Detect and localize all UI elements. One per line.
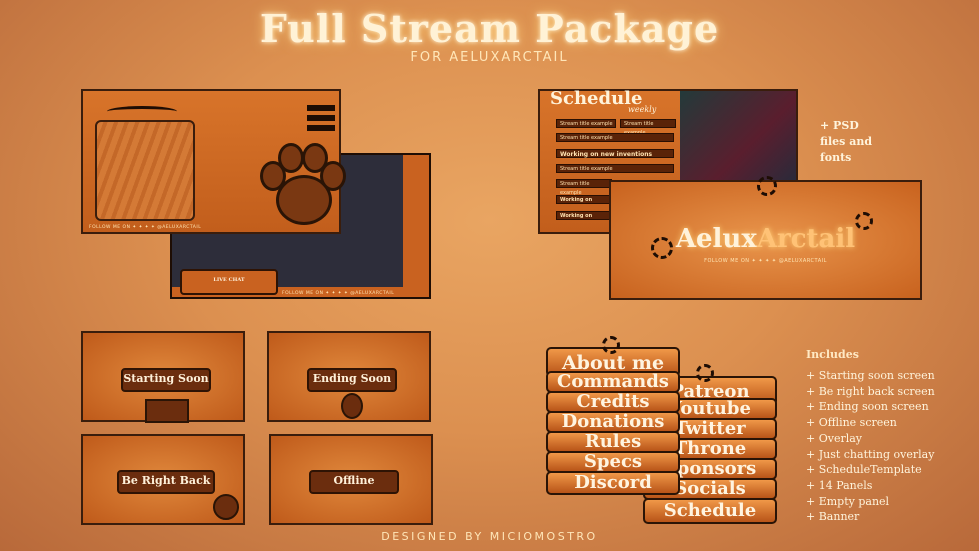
live-chat-label: LIVE CHAT [213, 277, 245, 283]
schedule-title: Schedule [550, 88, 643, 109]
schedule-row: Stream title example [556, 119, 616, 128]
psd-note-text: + PSD files and fonts [820, 119, 873, 164]
balloon-icon [341, 393, 363, 419]
includes-item: + Starting soon screen [806, 369, 935, 382]
webcam-frame [95, 120, 195, 221]
panel-specs: Specs [546, 451, 680, 473]
starting-soon-label: Starting Soon [121, 368, 211, 392]
schedule-subtitle: weekly [628, 105, 657, 114]
includes-item: + Offline screen [806, 416, 897, 430]
overlay-alert-slot-3 [307, 125, 335, 131]
panel-schedule: Schedule [643, 498, 777, 524]
page-subtitle: FOR AELUXARCTAIL [410, 50, 569, 65]
overlay-side-bar [403, 155, 429, 297]
designer-credit: DESIGNED BY MICIOMOSTRO [381, 530, 598, 543]
gear-icon [651, 237, 673, 259]
schedule-row: Stream title example [556, 133, 674, 142]
offline-label: Offline [309, 470, 399, 494]
paw-icon [258, 139, 346, 225]
schedule-image-area [680, 91, 796, 181]
banner-preview: AeluxArctail FOLLOW ME ON ✦ ✦ ✦ ✦ @AELUX… [609, 176, 922, 300]
schedule-row: Stream title example [620, 119, 676, 136]
be-right-back-screen: Be Right Back [81, 434, 245, 525]
schedule-row-working: Working on [556, 211, 616, 220]
offline-screen: Offline [269, 434, 433, 525]
live-chat-tab: LIVE CHAT [180, 269, 278, 295]
panels-left-stack: About me Commands Credits Donations Rule… [546, 347, 680, 495]
banner-follow: FOLLOW ME ON ✦ ✦ ✦ ✦ @AELUXARCTAIL [704, 258, 827, 264]
includes-list: + Starting soon screen + Be right back s… [806, 368, 976, 525]
includes-item: + Empty panel [806, 494, 890, 508]
overlay-follow-text: FOLLOW ME ON ✦ ✦ ✦ ✦ @AELUXARCTAIL [89, 225, 202, 230]
schedule-row: Stream title example [556, 179, 612, 196]
includes-item: + ScheduleTemplate [806, 463, 922, 477]
includes-item: + Banner [806, 510, 860, 524]
includes-item: + Be right back screen [806, 384, 935, 398]
overlay-alert-slot-2 [307, 115, 335, 121]
panel-rules: Rules [546, 431, 680, 453]
ending-soon-screen: Ending Soon [267, 331, 431, 422]
panel-discord: Discord [546, 471, 680, 495]
schedule-row: Stream title example [556, 164, 674, 173]
psd-note: + PSD files and fonts [820, 102, 900, 166]
stream-overlay-preview: FOLLOW ME ON ✦ ✦ ✦ ✦ @AELUXARCTAIL [81, 89, 346, 234]
gear-icon [602, 336, 620, 354]
panel-commands: Commands [546, 371, 680, 393]
includes-item: + Overlay [806, 431, 863, 445]
starting-soon-screen: Starting Soon [81, 331, 245, 423]
panels-right-stack: Patreon Youtube Twitter Throne Sponsors … [643, 376, 777, 524]
gear-icon [696, 364, 714, 382]
ending-soon-label: Ending Soon [307, 368, 397, 392]
panel-donations: Donations [546, 411, 680, 433]
includes-item: + 14 Panels [806, 478, 873, 492]
gear-icon [855, 212, 873, 230]
ornament-top [107, 106, 177, 117]
includes-item: + Ending soon screen [806, 400, 929, 414]
page-title: Full Stream Package [259, 6, 720, 51]
panel-credits: Credits [546, 391, 680, 413]
includes-heading: Includes [806, 348, 859, 361]
gear-icon [757, 176, 777, 196]
schedule-row-working: Working on [556, 195, 616, 204]
includes-item: + Just chatting overlay [806, 447, 935, 461]
paw-icon [213, 494, 239, 520]
overlay-alert-slot-1 [307, 105, 335, 111]
overlay-bottom-bar [172, 287, 429, 297]
schedule-row-highlight: Working on new inventions [556, 149, 674, 158]
overlay-follow-text-2: FOLLOW ME ON ✦ ✦ ✦ ✦ @AELUXARCTAIL [282, 291, 395, 296]
banner-name: AeluxArctail [611, 224, 920, 254]
schedule-template-preview: Schedule weekly Stream title example Str… [538, 88, 798, 234]
book-icon [145, 399, 189, 423]
be-right-back-label: Be Right Back [117, 470, 215, 494]
banner-name-b: Arctail [756, 224, 856, 254]
banner-name-a: Aelux [675, 224, 757, 254]
